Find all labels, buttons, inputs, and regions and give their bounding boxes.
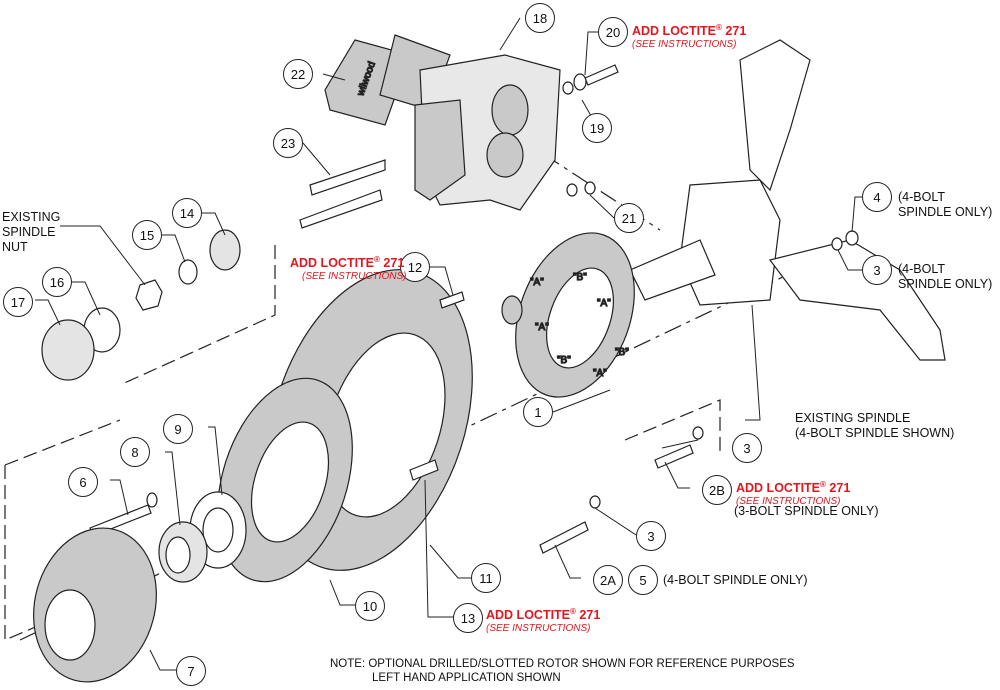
leader-lines <box>35 17 862 671</box>
callout-22: 22 <box>283 59 313 89</box>
callout-13: 13 <box>453 603 483 633</box>
existing-spindle <box>629 39 946 361</box>
backing-plate: "A" "B" "A" "A" "B" "B" "A" <box>501 232 635 398</box>
nut-4 <box>845 230 859 246</box>
callout-14: 14 <box>172 198 202 228</box>
dust-cap <box>41 319 95 381</box>
callout-3-top: 3 <box>862 255 892 285</box>
callout-3-mid: 3 <box>732 433 762 463</box>
plate-mark-a2: "A" <box>597 298 611 309</box>
washer-3-top <box>831 237 843 251</box>
callout-5: 5 <box>628 565 658 595</box>
loctite-note-2b: ADD LOCTITE® 271 (SEE INSTRUCTIONS) <box>736 480 851 508</box>
callout-10: 10 <box>355 591 385 621</box>
callout-12: 12 <box>400 252 430 282</box>
washer-19 <box>562 81 574 95</box>
rotor-bolt <box>439 291 465 309</box>
callout-7: 7 <box>176 656 206 686</box>
outer-bearing <box>209 229 241 271</box>
pad-retainer-clips <box>299 159 386 229</box>
callout-6: 6 <box>68 467 98 497</box>
callout-21: 21 <box>614 203 644 233</box>
plate-mark-b1: "B" <box>573 272 587 283</box>
caliper-bolt <box>562 64 619 95</box>
dashed-frame-mid <box>119 245 276 386</box>
dashed-frame-left <box>4 465 41 641</box>
callout-2b: 2B <box>702 475 732 505</box>
plate-mark-b2: "B" <box>557 355 571 366</box>
callout-23: 23 <box>273 128 303 158</box>
wheel-stud <box>409 459 439 481</box>
callout-2a: 2A <box>593 565 623 595</box>
callout-18: 18 <box>525 3 555 33</box>
hub <box>33 527 157 683</box>
existing-spindle-label: EXISTING SPINDLE (4-BOLT SPINDLE SHOWN) <box>795 411 955 440</box>
callout-16: 16 <box>42 267 72 297</box>
washer-3-low <box>589 495 601 509</box>
loctite-note-20: ADD LOCTITE® 271 (SEE INSTRUCTIONS) <box>632 23 747 51</box>
shims <box>566 181 596 197</box>
spindle-washer <box>178 259 198 285</box>
callout-3-low: 3 <box>636 521 666 551</box>
plate-mark-b3: "B" <box>615 347 629 358</box>
loctite-note-13: ADD LOCTITE® 271 (SEE INSTRUCTIONS) <box>486 607 601 635</box>
callout-8: 8 <box>120 437 150 467</box>
spindle-nut <box>135 279 163 311</box>
callout-19: 19 <box>582 113 612 143</box>
callout-11: 11 <box>471 563 501 593</box>
plate-mark-a1: "A" <box>530 277 544 288</box>
four-bolt-only-label-1: (4-BOLT SPINDLE ONLY) <box>898 190 993 219</box>
callout-4: 4 <box>862 182 892 212</box>
dashed-frame-right <box>624 399 721 455</box>
existing-spindle-nut-label: EXISTING SPINDLE NUT <box>2 210 61 254</box>
rotor-hat <box>217 377 353 583</box>
callout-20: 20 <box>598 17 628 47</box>
four-bolt-only-label-2: (4-BOLT SPINDLE ONLY) <box>898 262 993 291</box>
callout-15: 15 <box>132 220 162 250</box>
washer-3-mid <box>692 426 704 440</box>
callout-9: 9 <box>163 414 193 444</box>
callout-17: 17 <box>3 287 33 317</box>
plate-mark-a3: "A" <box>535 322 549 333</box>
diagram-note: NOTE: OPTIONAL DRILLED/SLOTTED ROTOR SHO… <box>330 658 795 684</box>
four-bolt-spindle-only-label: (4-BOLT SPINDLE ONLY) <box>663 573 808 587</box>
caliper <box>414 54 561 211</box>
loctite-note-12: ADD LOCTITE® 271 (SEE INSTRUCTIONS) <box>290 255 407 283</box>
callout-1: 1 <box>523 397 553 427</box>
bolt-2a <box>539 521 589 554</box>
bolt-2b <box>654 444 694 469</box>
plate-mark-a4: "A" <box>593 368 607 379</box>
three-bolt-only-label: (3-BOLT SPINDLE ONLY) <box>734 504 879 518</box>
